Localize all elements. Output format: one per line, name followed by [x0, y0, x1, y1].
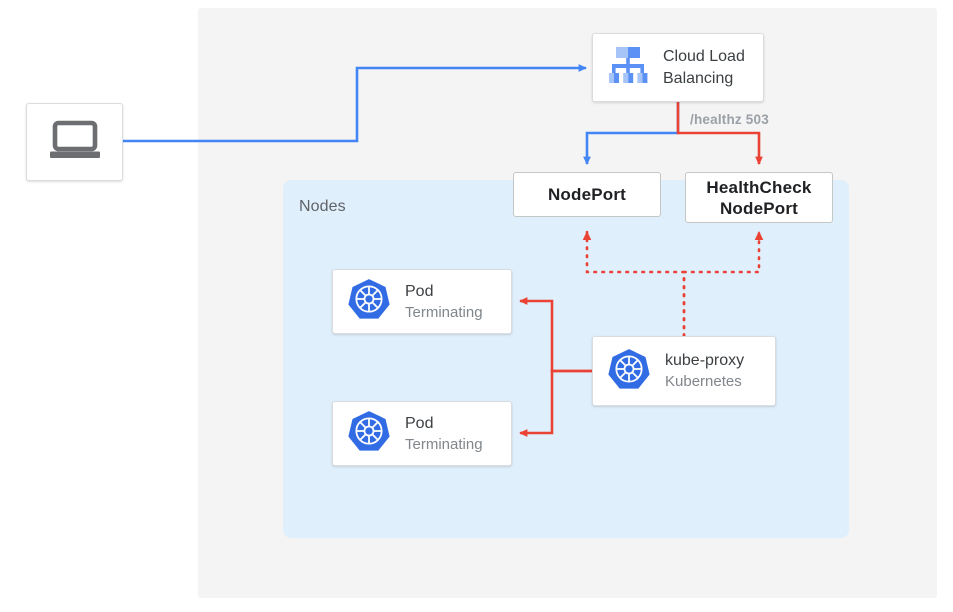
nodeport-label: NodePort	[547, 185, 627, 204]
nodes-region-label: Nodes	[299, 198, 346, 215]
kube-proxy-subtitle: Kubernetes	[665, 373, 742, 390]
pod-subtitle-2: Terminating	[405, 435, 483, 453]
kubernetes-icon	[607, 347, 651, 396]
kube-proxy-title: kube-proxy	[665, 352, 745, 369]
kube-proxy-card[interactable]: kube-proxy Kubernetes	[592, 336, 776, 406]
kubernetes-icon	[347, 409, 391, 458]
pod-title-2: Pod	[405, 414, 434, 432]
clb-title-line1: Cloud Load	[663, 47, 745, 65]
kubernetes-icon	[347, 277, 391, 326]
client-laptop-card[interactable]	[26, 103, 123, 181]
pod-card-2[interactable]: Pod Terminating	[332, 401, 512, 466]
healthcheck-label-line1: HealthCheck	[706, 177, 812, 197]
healthcheck-label-line2: NodePort	[719, 198, 799, 218]
nodeport-card[interactable]: NodePort	[513, 172, 661, 217]
cloud-load-balancing-card[interactable]: Cloud Load Balancing	[592, 33, 764, 102]
load-balancer-icon	[605, 43, 651, 92]
pod-subtitle-1: Terminating	[405, 303, 483, 321]
healthcheck-nodeport-card[interactable]: HealthCheck NodePort	[685, 172, 833, 223]
pod-card-1[interactable]: Pod Terminating	[332, 269, 512, 334]
healthz-edge-label: /healthz 503	[690, 112, 769, 127]
pod-title-1: Pod	[405, 282, 434, 300]
laptop-icon	[48, 120, 102, 165]
clb-title-line2: Balancing	[663, 69, 734, 87]
